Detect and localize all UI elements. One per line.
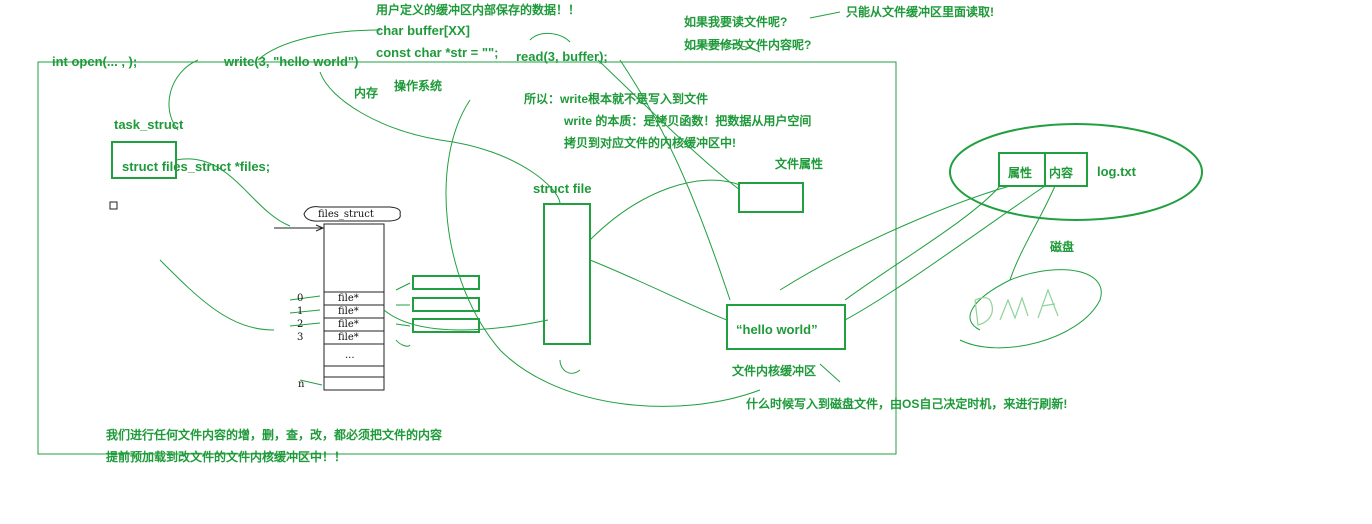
fd-last-index: n: [298, 379, 305, 390]
fd-entry: file*: [338, 319, 359, 330]
char-buffer-text: char buffer[XX]: [376, 23, 470, 38]
log-file-name: log.txt: [1097, 164, 1136, 179]
task-struct-marker: [109, 201, 118, 210]
open-call-text: int open(... , );: [52, 54, 138, 69]
flush-note: 什么时候写入到磁盘文件，由OS自己决定时机，来进行刷新!: [746, 397, 1068, 411]
fd-entry: file*: [338, 293, 359, 304]
fd-target-box-3: [412, 318, 480, 333]
fd-index: 1: [297, 306, 304, 317]
fd-entry: file*: [338, 332, 359, 343]
write-essence-note: write 的本质：是拷贝函数！把数据从用户空间: [564, 114, 812, 128]
fd-entry: file*: [338, 306, 359, 317]
files-struct-label: files_struct: [318, 209, 374, 220]
struct-file-box: [543, 203, 591, 345]
user-buffer-note: 用户定义的缓冲区内部保存的数据！！: [376, 3, 581, 17]
fd-table-shape: [274, 206, 401, 391]
struct-file-label: struct file: [533, 181, 592, 196]
hello-world-content: “hello world”: [736, 322, 818, 337]
fd-index: 0: [297, 293, 304, 304]
file-attr-label: 文件属性: [775, 157, 824, 171]
disk-file-ellipse: [949, 123, 1203, 221]
fd-ellipsis: ...: [345, 350, 355, 361]
so-write-note: 所以：write根本就不是写入到文件: [524, 92, 709, 106]
fd-target-box-2: [412, 297, 480, 312]
modify-question: 如果要修改文件内容呢?: [684, 38, 812, 52]
read-call-text: read(3, buffer);: [516, 49, 608, 64]
copy-kernel-note: 拷贝到对应文件的内核缓冲区中!: [564, 136, 736, 150]
fd-index: 2: [297, 319, 304, 330]
os-label: 操作系统: [394, 79, 443, 93]
file-attr-box: [738, 182, 804, 213]
memory-label: 内存: [354, 86, 379, 100]
load-note-line-2: 提前预加载到改文件的文件内核缓冲区中！！: [106, 450, 347, 464]
files-pointer-label: struct files_struct *files;: [122, 159, 271, 174]
load-note-line-1: 我们进行任何文件内容的增，删，查，改，都必须把文件的内容: [106, 428, 443, 442]
read-answer: 只能从文件缓冲区里面读取!: [846, 5, 994, 19]
kernel-buffer-label: 文件内核缓冲区: [732, 364, 817, 378]
task-struct-label: task_struct: [114, 117, 184, 132]
fd-index: 3: [297, 332, 304, 343]
disk-content-label: 内容: [1049, 166, 1074, 180]
disk-label: 磁盘: [1050, 240, 1075, 254]
kernel-region: [37, 61, 897, 455]
disk-attr-label: 属性: [1008, 166, 1033, 180]
connector-strokes: [159, 11, 1102, 407]
read-question: 如果我要读文件呢?: [684, 15, 788, 29]
write-call-text: write(3, "hello world"): [224, 54, 359, 69]
const-str-text: const char *str = "";: [376, 45, 499, 60]
dma-scribble: [974, 288, 1059, 326]
disk-content-box: [1044, 152, 1088, 187]
kernel-buffer-box: [726, 304, 846, 350]
fd-target-box-1: [412, 275, 480, 290]
